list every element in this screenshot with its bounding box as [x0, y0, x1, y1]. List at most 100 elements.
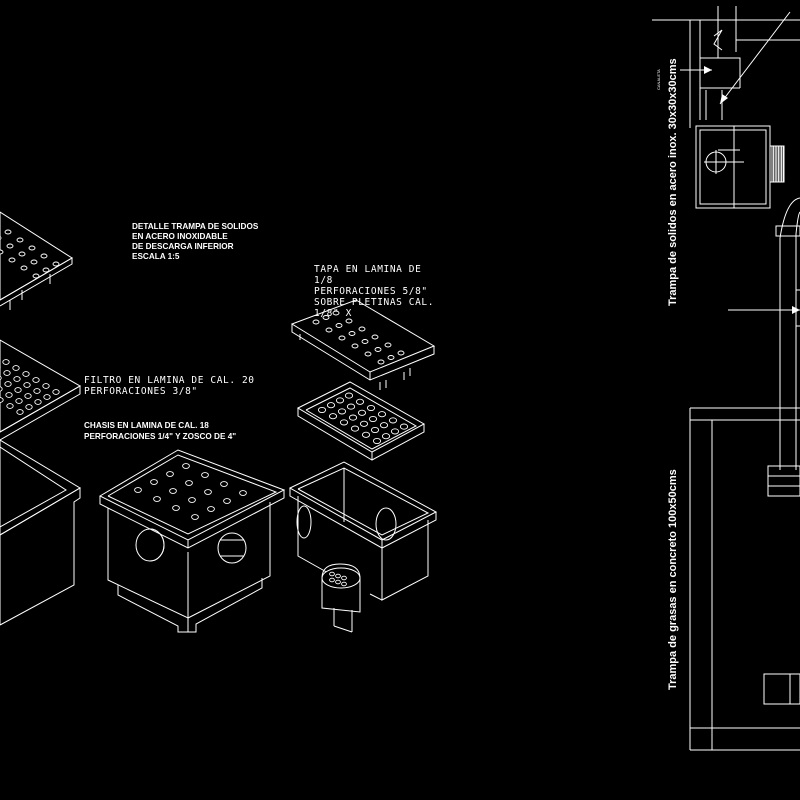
perforation-hole [33, 388, 41, 394]
perforation-hole [368, 415, 378, 423]
perforation-hole [42, 267, 50, 273]
perforation-hole [6, 403, 14, 409]
perforation-hole [153, 496, 161, 502]
perforation-hole [16, 237, 24, 243]
perforation-hole [23, 382, 31, 388]
perforation-hole [43, 394, 51, 400]
perforation-hole [344, 392, 354, 399]
perforation-hole [204, 489, 212, 495]
perforation-hole [220, 481, 228, 487]
perforation-hole [350, 425, 360, 432]
perforation-hole [358, 326, 366, 332]
filter-holes [317, 392, 409, 445]
perforation-hole [40, 253, 48, 259]
perforation-hole [32, 377, 40, 383]
perforation-hole [372, 437, 382, 445]
perforation-hole [8, 257, 16, 263]
label-tiny: CANALETA [656, 69, 661, 90]
perforation-hole [0, 235, 2, 241]
perforation-hole [388, 417, 398, 424]
perforation-hole [351, 343, 359, 349]
perforation-hole [370, 426, 380, 434]
perforation-hole [397, 350, 405, 356]
perforation-hole [381, 433, 391, 440]
perforation-hole [387, 355, 395, 360]
perforation-hole [0, 397, 4, 403]
perforation-hole [346, 403, 356, 410]
perforation-hole [13, 376, 21, 382]
perforation-hole [14, 387, 22, 393]
chasis-line-1: CHASIS EN LAMINA DE CAL. 18 [84, 421, 209, 430]
perforation-hole [4, 229, 12, 235]
perforation-hole [338, 335, 346, 341]
perforation-hole [134, 487, 142, 493]
perforation-hole [348, 414, 358, 421]
perforation-hole [12, 365, 20, 371]
title-line-2: EN ACERO INOXIDABLE [132, 232, 228, 241]
perforation-hole [361, 339, 369, 344]
perforation-hole [312, 319, 320, 325]
tapa-line-1: TAPA EN LAMINA DE [314, 264, 421, 275]
perforation-hole [355, 398, 365, 405]
perforation-hole [172, 505, 180, 511]
perforation-hole [399, 423, 409, 430]
perforation-hole [3, 370, 11, 376]
drain-hole [329, 577, 335, 583]
perforation-hole [20, 265, 28, 271]
left-partial-lid [0, 211, 73, 310]
perforation-hole [239, 490, 247, 496]
chasis-line-2: PERFORACIONES 1/4" Y ZOSCO DE 4" [84, 432, 236, 441]
tapa-line-5: 1/8" X [314, 308, 352, 319]
perforation-hole [18, 251, 26, 257]
perforation-hole [191, 514, 199, 520]
perforation-hole [322, 315, 330, 320]
label-chasis: CHASIS EN LAMINA DE CAL. 18 PERFORACIONE… [84, 421, 236, 441]
outlet-threads [771, 146, 784, 182]
label-tapa: TAPA EN LAMINA DE 1/8 PERFORACIONES 5/8"… [314, 264, 433, 319]
perforation-hole [379, 422, 389, 429]
perforation-hole [374, 347, 382, 352]
open-chassis [288, 461, 438, 633]
perforation-hole [4, 381, 12, 387]
left-partial-box [0, 439, 81, 626]
title-block: DETALLE TRAMPA DE SOLIDOS EN ACERO INOXI… [132, 222, 259, 261]
perforation-hole [390, 428, 400, 435]
perforation-hole [34, 399, 42, 405]
drain-hole [329, 571, 335, 577]
perforation-hole [384, 342, 392, 348]
perforation-hole [325, 327, 333, 333]
perforation-hole [361, 431, 371, 438]
perforation-hole [377, 411, 387, 418]
perforation-hole [182, 463, 190, 469]
section-drawing [652, 6, 800, 751]
title-line-4: ESCALA 1:5 [132, 252, 180, 261]
perforation-hole [169, 488, 177, 494]
chassis-drain-holes [329, 571, 347, 587]
perforation-hole [5, 392, 13, 398]
perforation-hole [15, 398, 23, 404]
perforation-hole [166, 471, 174, 477]
perforation-hole [150, 479, 158, 485]
perforation-hole [317, 406, 327, 414]
perforation-hole [326, 402, 336, 409]
perforation-hole [188, 497, 196, 503]
perforation-hole [335, 397, 345, 404]
perforation-hole [22, 371, 30, 377]
perforation-hole [6, 243, 14, 249]
perforation-hole [28, 245, 36, 251]
perforation-hole [2, 359, 10, 365]
label-trampa-grasas: Trampa de grasas en concreto 100x50cms [667, 469, 679, 690]
tapa-line-3: PERFORACIONES 5/8" [314, 286, 428, 297]
title-line-1: DETALLE TRAMPA DE SOLIDOS [132, 222, 259, 231]
perforation-hole [345, 318, 353, 324]
drain-hole [341, 575, 347, 581]
perforation-hole [32, 273, 40, 279]
perforation-hole [359, 420, 369, 427]
perforation-hole [377, 359, 385, 365]
perforation-hole [348, 331, 356, 336]
perforation-hole [332, 310, 340, 316]
drain-hole [335, 579, 341, 585]
perforation-hole [337, 408, 347, 415]
perforation-hole [0, 375, 2, 381]
